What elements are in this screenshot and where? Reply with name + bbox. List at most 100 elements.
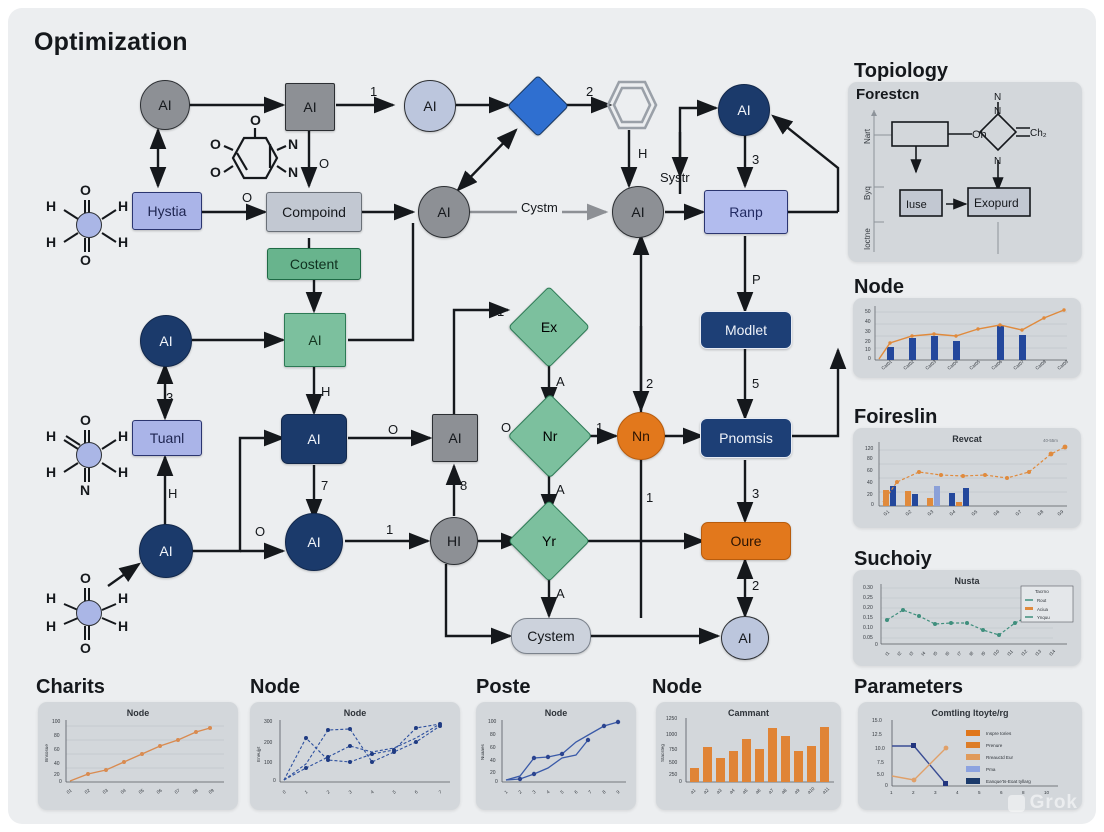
svg-text:4: 4 xyxy=(370,789,375,795)
svg-text:10: 10 xyxy=(1044,790,1050,795)
molecule-atom-ul: H xyxy=(46,428,57,444)
ring-structure: O O O N N xyxy=(204,112,304,210)
watermark: Grok xyxy=(1007,792,1078,814)
flow-node-ai-14[interactable]: AI xyxy=(284,313,346,367)
svg-text:a5: a5 xyxy=(741,787,748,794)
flow-node-pnomsis[interactable]: Pnomsis xyxy=(700,418,792,458)
svg-text:Nart: Nart xyxy=(863,128,872,144)
foireslin-chart-panel[interactable]: Revcat xyxy=(853,428,1081,528)
edge-label-6: H xyxy=(638,146,648,161)
svg-text:N: N xyxy=(994,106,1001,117)
svg-text:0: 0 xyxy=(495,779,498,785)
svg-text:t12: t12 xyxy=(1020,648,1028,656)
svg-text:6: 6 xyxy=(1000,790,1003,795)
flow-node-ai-gray-sq[interactable]: AI xyxy=(432,414,478,462)
flow-node-ai-18[interactable]: AI xyxy=(281,414,347,464)
svg-text:02: 02 xyxy=(84,788,91,795)
flow-node-ai-19[interactable]: AI xyxy=(285,513,343,571)
flow-node-ai-3[interactable]: AI xyxy=(404,80,456,132)
hexagon-node[interactable] xyxy=(606,78,658,132)
svg-text:30: 30 xyxy=(865,329,871,335)
flow-node-ai-24[interactable]: AI xyxy=(139,524,193,578)
flow-node-ai-1[interactable]: AI xyxy=(140,80,190,130)
svg-text:2: 2 xyxy=(912,790,915,795)
flow-node-ai-2[interactable]: AI xyxy=(285,83,335,131)
node-label: Ranp xyxy=(729,203,763,220)
svg-text:G1: G1 xyxy=(882,509,890,517)
edge-label-20: 8 xyxy=(460,478,468,493)
watermark-badge-icon xyxy=(1007,794,1025,812)
node-label: Pnomsis xyxy=(719,429,773,446)
edge-label-22: H xyxy=(168,486,178,501)
svg-text:500: 500 xyxy=(669,760,678,766)
flow-node-diamond-nr[interactable]: Nr xyxy=(507,393,593,479)
svg-text:6: 6 xyxy=(414,789,419,795)
svg-text:Eneujyt: Eneujyt xyxy=(256,746,261,762)
svg-text:G3: G3 xyxy=(926,509,934,517)
flow-node-oure[interactable]: Oure xyxy=(701,522,791,560)
edge-label-7: Systr xyxy=(660,170,690,185)
edge-label-25: A xyxy=(556,586,565,601)
svg-text:08: 08 xyxy=(192,788,199,795)
node-label: AI xyxy=(437,203,451,220)
flow-node-ai-6[interactable]: AI xyxy=(140,315,192,367)
flow-node-diamond-blue[interactable] xyxy=(506,74,570,138)
svg-text:09: 09 xyxy=(208,788,215,795)
flow-node-hi[interactable]: HI xyxy=(430,517,478,565)
flow-node-diamond-yr[interactable]: Yr xyxy=(507,499,591,583)
svg-text:80: 80 xyxy=(54,733,60,739)
molecule-atom-lr: H xyxy=(118,618,129,634)
svg-text:05: 05 xyxy=(138,788,145,795)
molecule-atom-down: O xyxy=(80,640,91,656)
svg-text:200: 200 xyxy=(264,740,273,746)
molecule-3: O O H H H H xyxy=(34,558,144,668)
edge-label-13: 5 xyxy=(752,376,760,391)
flow-node-ai-10[interactable]: AI xyxy=(612,186,664,238)
node-label: AI xyxy=(448,429,462,446)
flow-node-ranp[interactable]: Ranp xyxy=(704,190,788,234)
edge-label-19: A xyxy=(556,482,565,497)
svg-text:3: 3 xyxy=(348,789,353,795)
svg-text:9: 9 xyxy=(615,789,621,795)
svg-text:7.5: 7.5 xyxy=(877,760,884,766)
molecule-atom-ll: H xyxy=(46,464,57,480)
svg-text:20: 20 xyxy=(490,770,496,776)
flow-node-tuanl[interactable]: Tuanl xyxy=(132,420,202,456)
topology-panel[interactable]: Forestcn xyxy=(848,82,1082,262)
svg-text:a7: a7 xyxy=(767,787,774,794)
flow-node-ai-9[interactable]: AI xyxy=(418,186,470,238)
parameters-chart-title: Comtling ltoyte/rg xyxy=(931,708,1009,718)
flow-node-ai-13[interactable]: AI xyxy=(718,84,770,136)
suchoiy-chart-title: Nusta xyxy=(954,576,980,586)
watermark-text: Grok xyxy=(1029,792,1078,813)
flow-node-modlet[interactable]: Modlet xyxy=(700,311,792,349)
svg-text:15.0: 15.0 xyxy=(872,718,882,724)
flow-node-diamond-ex[interactable]: Ex xyxy=(507,285,591,369)
svg-text:0.05: 0.05 xyxy=(863,635,873,641)
svg-text:80: 80 xyxy=(867,456,873,462)
flow-node-ai-29[interactable]: AI xyxy=(721,616,769,660)
flow-node-compoind[interactable]: Compoind xyxy=(266,192,362,232)
molecule-atom-ll: H xyxy=(46,618,57,634)
flow-node-cystem[interactable]: Cystem xyxy=(511,618,591,654)
svg-text:01: 01 xyxy=(66,788,73,795)
flow-node-hystia[interactable]: Hystia xyxy=(132,192,202,230)
flow-node-costent[interactable]: Costent xyxy=(267,248,361,280)
node-label: AI xyxy=(159,542,173,559)
edge-label-12: 2 xyxy=(646,376,654,391)
node-label: Nn xyxy=(632,427,650,444)
svg-text:100: 100 xyxy=(52,719,61,725)
svg-text:G9: G9 xyxy=(1056,509,1064,517)
svg-text:G4: G4 xyxy=(948,509,956,517)
edge-label-1: 1 xyxy=(370,84,378,99)
flow-node-nn[interactable]: Nn xyxy=(617,412,665,460)
svg-text:t9: t9 xyxy=(980,650,987,657)
molecule-atom-ul: H xyxy=(46,198,57,214)
